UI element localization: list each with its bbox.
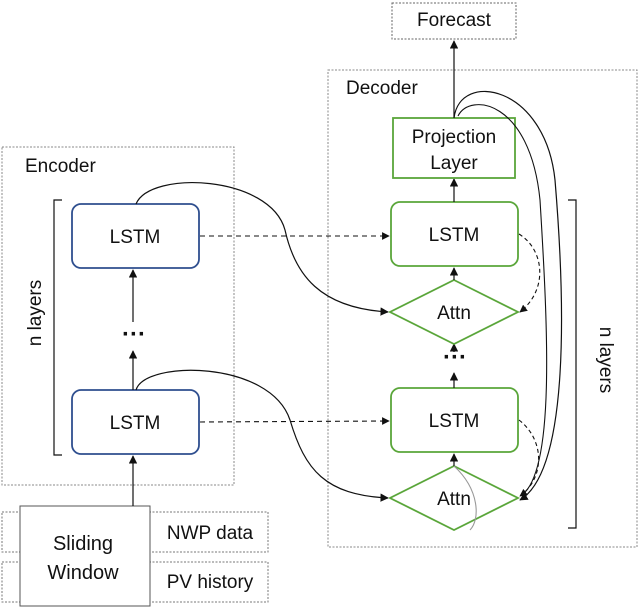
dec-top-lstm-to-attn [518, 233, 541, 313]
decoder-bracket [568, 199, 577, 529]
projection-line1: Projection [412, 127, 497, 148]
feedback-loop-inner [457, 104, 548, 496]
nwp-data-label: NWP data [167, 523, 254, 544]
decoder-frame [327, 69, 638, 548]
decoder-lstm-top-label: LSTM [429, 225, 480, 246]
decoder-n-layers: n layers [595, 327, 616, 394]
pv-history-label: PV history [167, 572, 254, 593]
enc-bottom-to-attn-bottom [135, 369, 389, 502]
decoder-label: Decoder [346, 78, 418, 99]
sliding-window-line1: Sliding [53, 533, 113, 555]
encoder-label: Encoder [25, 156, 96, 177]
encoder-lstm-top-label: LSTM [110, 227, 161, 248]
encoder-lstm-bottom-label: LSTM [110, 413, 161, 434]
forecast-label: Forecast [417, 10, 492, 31]
dashed-bottom-connection [199, 417, 390, 425]
attn-top [387, 278, 521, 346]
attn-bottom [387, 464, 521, 532]
enc-top-to-attn-top [135, 182, 389, 316]
sliding-window-box [19, 505, 151, 607]
encoder-lstm-top [71, 203, 200, 269]
forecast-box [391, 2, 517, 40]
attn-bottom-gray-loop [453, 465, 477, 531]
feedback-loop-outer [453, 90, 563, 501]
attn-bottom-label: Attn [437, 489, 471, 510]
decoder-lstm-bottom-label: LSTM [429, 411, 480, 432]
encoder-lstm-bottom [71, 389, 200, 455]
projection-line2: Layer [430, 153, 478, 174]
decoder-ellipsis: ··· [443, 344, 467, 371]
attn-top-label: Attn [437, 303, 471, 324]
encoder-ellipsis: ··· [122, 321, 146, 348]
encoder-bracket [53, 199, 62, 456]
sliding-window-line2: Window [47, 562, 119, 584]
encoder-frame [1, 146, 235, 486]
encoder-n-layers: n layers [25, 280, 46, 347]
projection-layer [392, 117, 516, 179]
